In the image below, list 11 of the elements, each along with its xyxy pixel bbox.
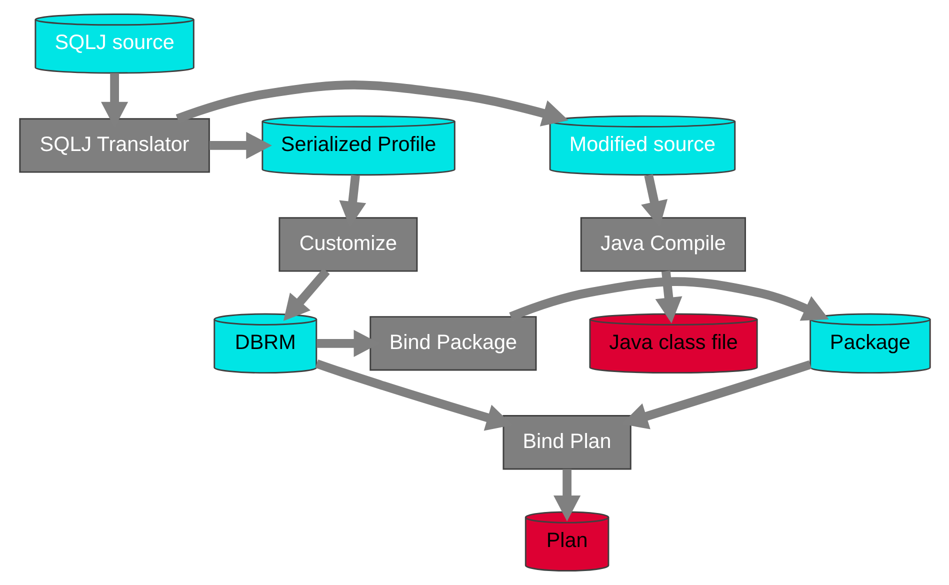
arrow xyxy=(508,277,828,321)
node-box: Bind Plan xyxy=(502,415,631,470)
node-box: Java Compile xyxy=(580,217,746,272)
arrow xyxy=(553,469,580,522)
node-box: Bind Package xyxy=(369,316,536,371)
arrow xyxy=(282,268,330,322)
arrow xyxy=(654,270,682,324)
node-box: Customize xyxy=(278,217,418,272)
arrow xyxy=(208,132,272,159)
node-box: SQLJ Translator xyxy=(18,118,210,173)
arrow xyxy=(175,80,568,126)
